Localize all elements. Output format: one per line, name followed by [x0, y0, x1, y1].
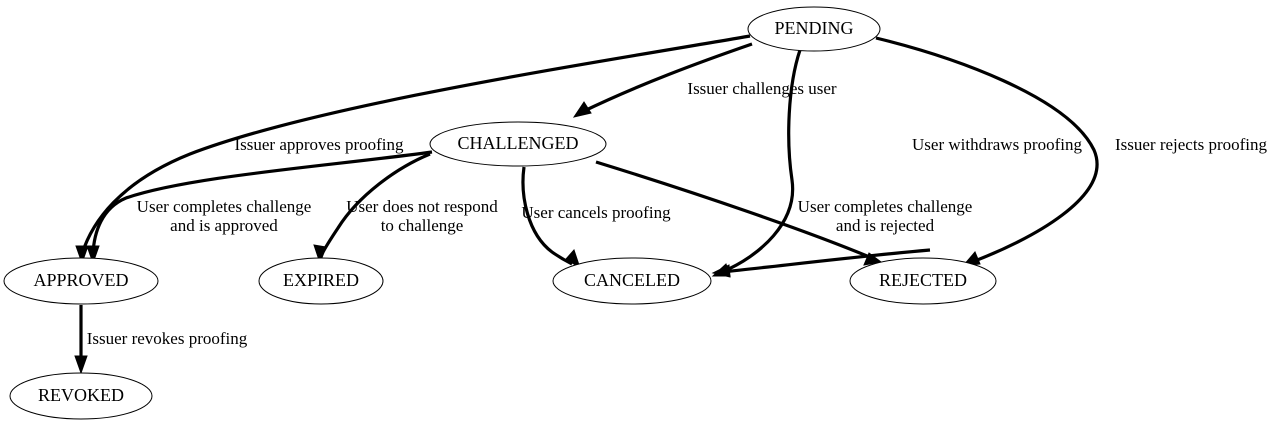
edge-label-user-does-not-respond: User does not respond to challenge [346, 197, 498, 235]
edge-challenged-approved [86, 150, 433, 265]
edge-label-issuer-revokes-proofing: Issuer revokes proofing [87, 329, 248, 348]
node-challenged[interactable]: CHALLENGED [429, 121, 607, 167]
node-rejected-ellipse[interactable] [849, 257, 997, 305]
node-expired-label: EXPIRED [283, 270, 359, 290]
edge-approved-revoked [74, 305, 88, 375]
node-pending[interactable]: PENDING [747, 6, 881, 52]
node-canceled-ellipse[interactable] [552, 257, 712, 305]
node-pending-label: PENDING [775, 18, 854, 38]
edge-label-user-completes-challenge-approved-line1: User completes challenge [137, 197, 312, 216]
edge-pending-challenged [572, 42, 753, 118]
edge-pending-challenged-path [581, 42, 753, 114]
node-rejected-label: REJECTED [879, 270, 967, 290]
node-canceled[interactable]: CANCELED [552, 257, 712, 305]
node-revoked-ellipse[interactable] [9, 372, 153, 420]
edge-challenged-canceled [521, 166, 581, 270]
edge-label-user-does-not-respond-line2: to challenge [381, 216, 464, 235]
node-approved[interactable]: APPROVED [3, 257, 159, 305]
edge-label-issuer-approves-proofing: Issuer approves proofing [234, 135, 404, 154]
edge-pending-rejected-path [875, 36, 1099, 264]
edge-label-user-completes-challenge-approved: User completes challenge and is approved [137, 197, 312, 235]
node-revoked-label: REVOKED [38, 385, 124, 405]
edge-challenged-expired-arrowhead [313, 244, 327, 265]
edge-challenged-expired [313, 152, 431, 265]
edge-rejectedline-canceled-path [721, 248, 931, 274]
edge-pending-canceled-path [721, 49, 802, 274]
edge-pending-challenged-arrowhead [572, 101, 592, 118]
node-expired-ellipse[interactable] [258, 257, 384, 305]
edge-challenged-canceled-path [521, 166, 573, 266]
edge-label-user-withdraws-proofing: User withdraws proofing [912, 135, 1082, 154]
edge-label-user-completes-challenge-rejected: User completes challenge and is rejected [798, 197, 973, 235]
edge-label-user-cancels-proofing: User cancels proofing [521, 203, 671, 222]
edge-challenged-canceled-arrowhead [565, 249, 581, 270]
node-rejected[interactable]: REJECTED [849, 257, 997, 305]
edge-rejectedline-canceled-arrowhead [711, 264, 731, 278]
node-challenged-ellipse[interactable] [429, 121, 607, 167]
edge-approved-revoked-arrowhead [74, 355, 88, 375]
edge-challenged-approved-path [91, 150, 433, 255]
node-canceled-label: CANCELED [584, 270, 680, 290]
edge-label-user-does-not-respond-line1: User does not respond [346, 197, 498, 216]
node-approved-ellipse[interactable] [3, 257, 159, 305]
node-challenged-label: CHALLENGED [458, 133, 579, 153]
node-pending-ellipse[interactable] [747, 6, 881, 52]
node-approved-label: APPROVED [33, 270, 128, 290]
edge-challenged-expired-path [320, 152, 431, 255]
edge-challenged-approved-arrowhead [86, 245, 100, 265]
edge-rejectedline-canceled [711, 248, 931, 278]
edge-label-issuer-rejects-proofing: Issuer rejects proofing [1115, 135, 1268, 154]
node-revoked[interactable]: REVOKED [9, 372, 153, 420]
edge-challenged-rejected-path [595, 160, 873, 260]
edge-label-issuer-challenges-user: Issuer challenges user [687, 79, 837, 98]
node-expired[interactable]: EXPIRED [258, 257, 384, 305]
edge-label-user-completes-challenge-rejected-line2: and is rejected [836, 216, 935, 235]
edge-label-user-completes-challenge-rejected-line1: User completes challenge [798, 197, 973, 216]
edge-pending-approved-arrowhead [75, 245, 89, 265]
edge-label-user-completes-challenge-approved-line2: and is approved [170, 216, 278, 235]
